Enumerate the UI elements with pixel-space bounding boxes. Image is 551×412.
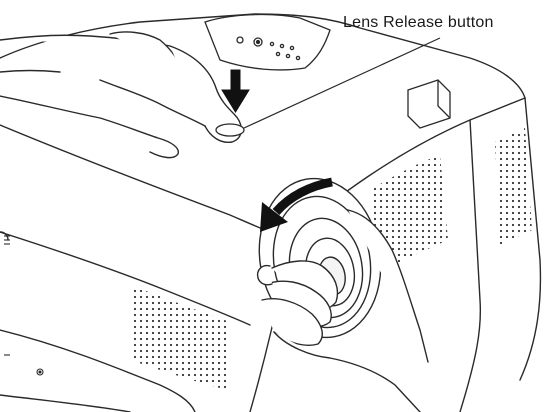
control-panel bbox=[204, 13, 331, 71]
rear-foot bbox=[407, 79, 451, 129]
hand-illustration bbox=[256, 209, 429, 412]
callout-leader-line bbox=[243, 37, 441, 129]
lens-release-button-label: Lens Release button bbox=[343, 14, 494, 31]
vent-grilles bbox=[130, 128, 532, 390]
pressing-hand-illustration bbox=[0, 31, 242, 159]
side-markings bbox=[4, 235, 44, 376]
rotate-arrow-icon bbox=[260, 177, 333, 232]
lens-release-button bbox=[215, 123, 245, 137]
press-down-arrow-icon bbox=[221, 69, 250, 113]
